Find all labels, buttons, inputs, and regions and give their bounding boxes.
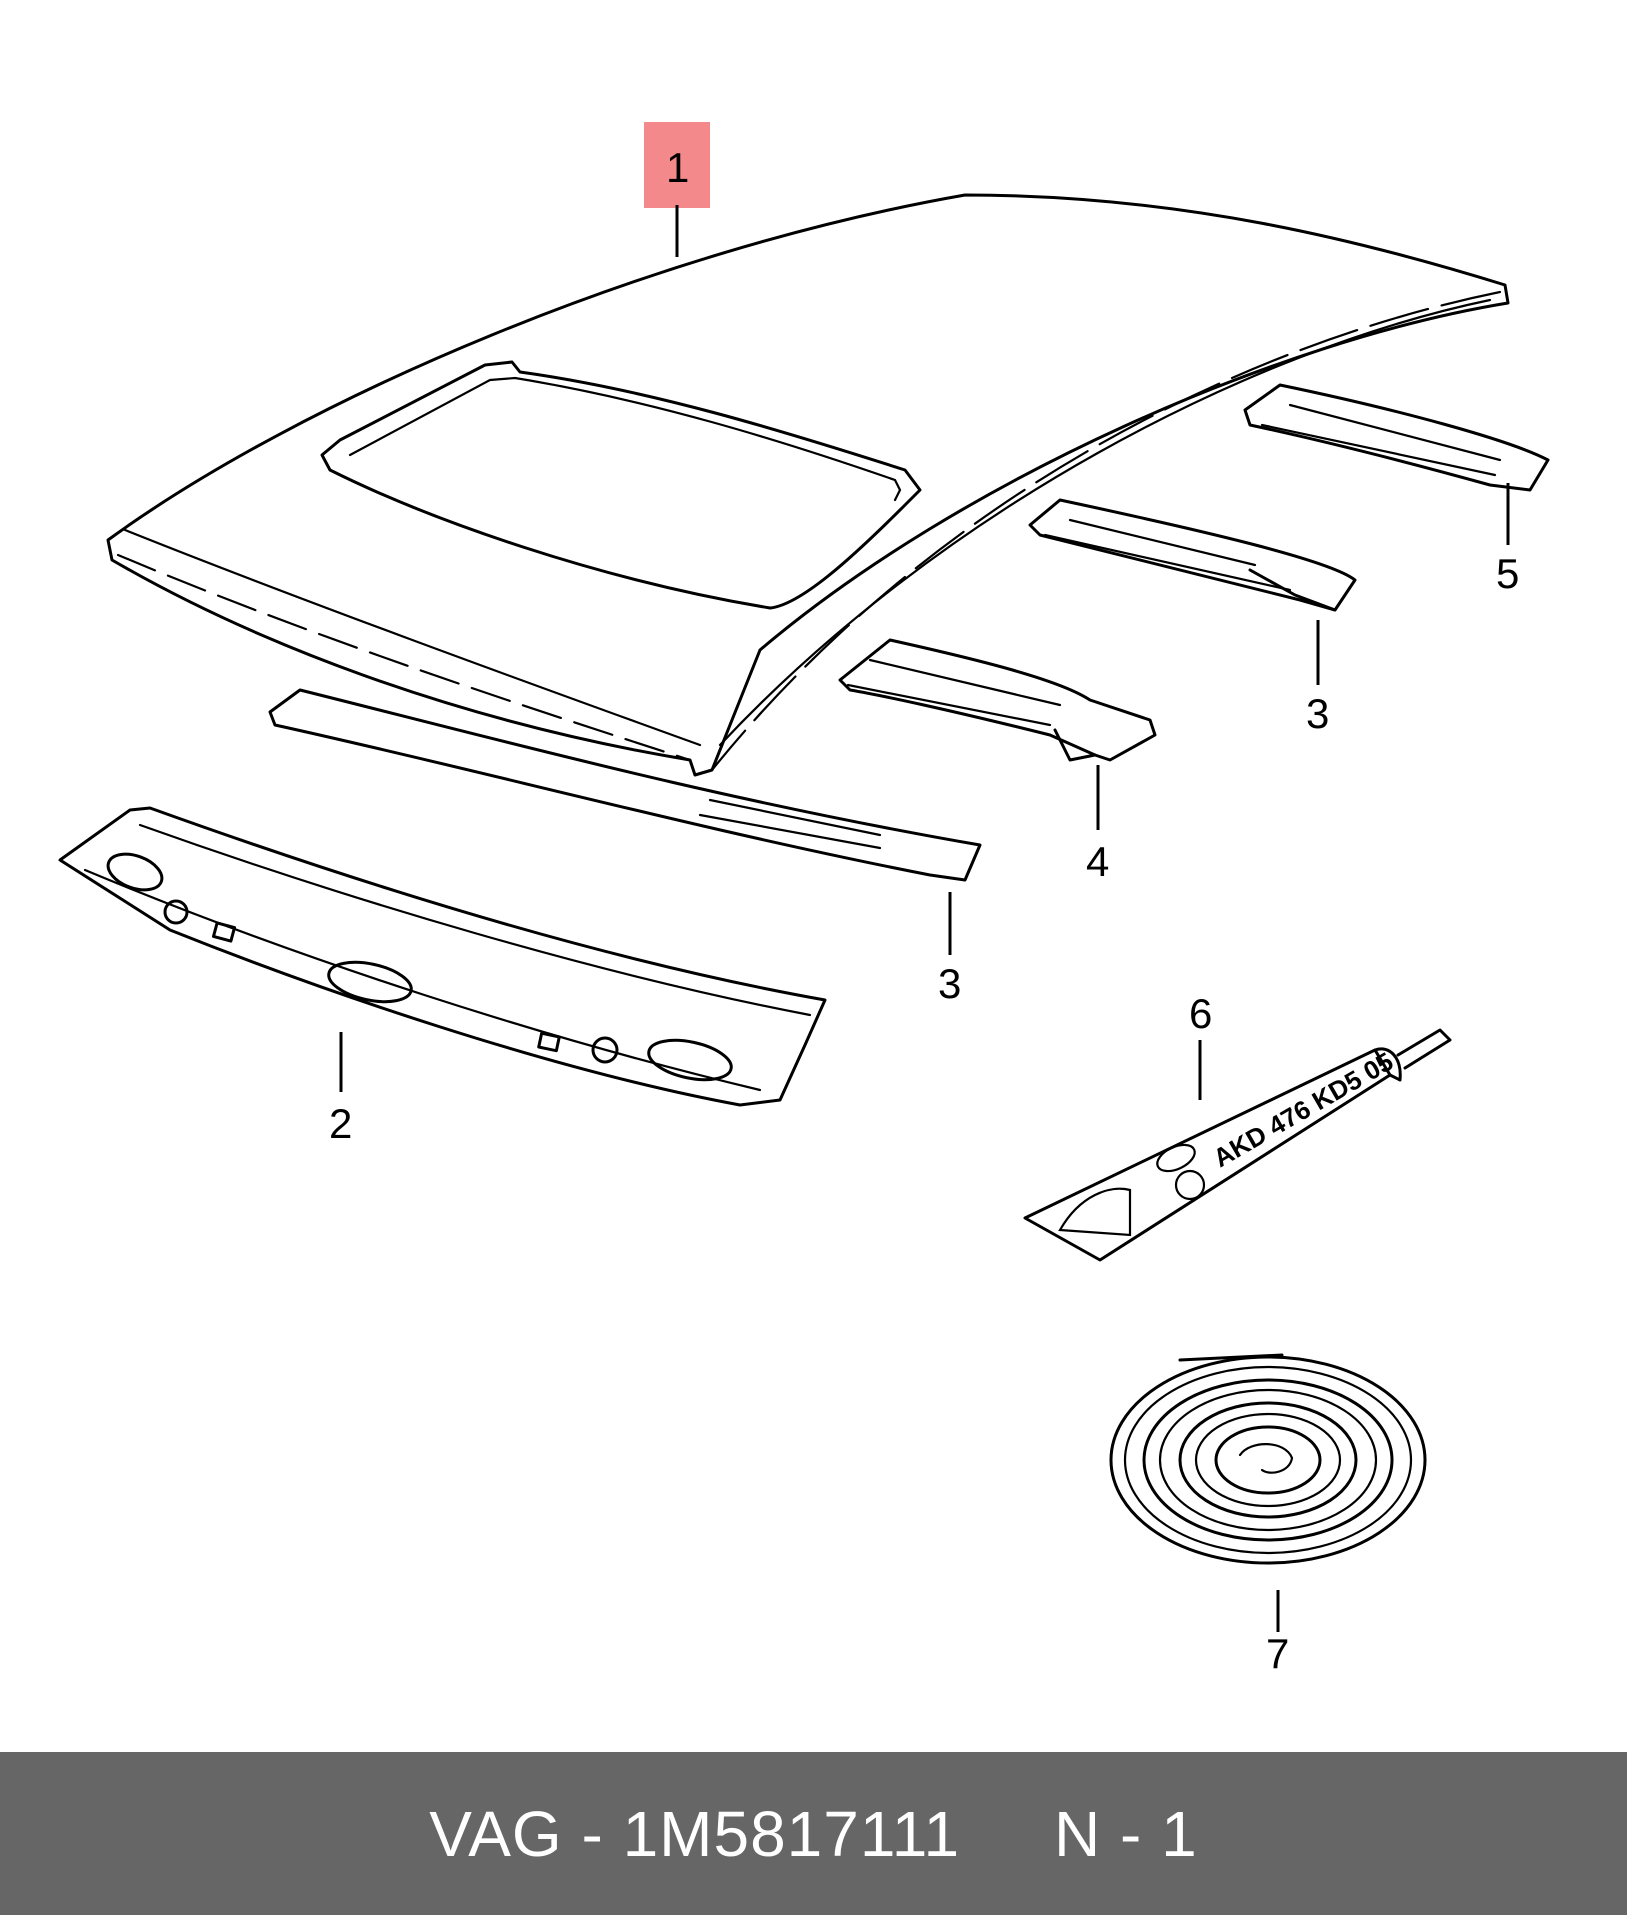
callout-2: 2 <box>329 1100 352 1147</box>
callout-highlight <box>644 122 710 208</box>
roof-bow-4 <box>838 638 1157 762</box>
callout-5: 5 <box>1496 550 1519 597</box>
callout-7: 7 <box>1266 1630 1289 1677</box>
callout-4: 4 <box>1086 838 1109 885</box>
footer-bar: VAG - 1M5817111 N - 1 <box>0 1752 1627 1915</box>
tube-marking: AKD 476 KD5 05 <box>1208 1046 1398 1173</box>
callout-6: 6 <box>1189 990 1212 1037</box>
adhesive-tube: AKD 476 KD5 05 <box>1023 1028 1452 1262</box>
roof-bow-front <box>268 688 982 882</box>
callout-1: 1 <box>666 144 689 191</box>
callouts: 1 2 3 3 4 5 6 7 <box>329 122 1519 1677</box>
roof-panel <box>106 193 1510 777</box>
part-number-caption: VAG - 1M5817111 N - 1 <box>429 1797 1198 1870</box>
sealing-strip-coil <box>1109 1353 1427 1565</box>
parts-diagram: AKD 476 KD5 05 1 2 3 3 4 5 6 7 <box>58 122 1550 1677</box>
callout-3-rear: 3 <box>1306 690 1329 737</box>
roof-bow-5 <box>1243 383 1550 492</box>
callout-3-front: 3 <box>938 960 961 1007</box>
roof-bow-rear <box>1028 498 1357 612</box>
front-cross-panel <box>58 806 827 1107</box>
